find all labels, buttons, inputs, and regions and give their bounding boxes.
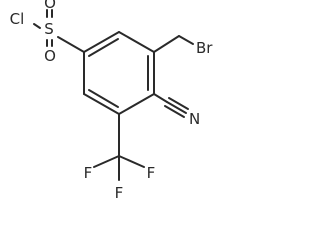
bond-ring-cn [153,93,168,103]
ring-bond-c6-c1-inner [88,38,119,57]
atom-br-label: Br [196,39,213,57]
ring-bond-c3-c4 [118,93,155,115]
nitrile-group: N [153,93,200,128]
sulfonyl-chloride-group: S Cl O O [10,0,85,65]
ring-bond-c4-c5-inner [88,89,119,108]
bond-c-f-left [93,155,120,168]
atom-s-label: S [44,20,54,38]
bond-c-f-right [118,155,145,168]
bond-ring-ch2 [153,35,180,53]
bromomethyl-group: Br [153,35,213,57]
atom-f-right-label: F [147,164,156,182]
trifluoromethyl-group: F F F [84,113,156,202]
bond-cn-triple-c [164,105,185,118]
ring-bond-c1-c2 [118,31,155,53]
bond-ring-s [57,36,85,53]
ring-bond-c4-c5 [83,93,120,115]
benzene-ring [83,31,155,115]
chemical-structure: S Cl O O Br N F F F [10,0,214,202]
ring-bond-c6-c1 [83,31,120,53]
bond-cn-triple-a [166,101,187,114]
atom-n-label: N [189,110,200,128]
atom-f-left-label: F [84,164,93,182]
atom-f-bottom-label: F [115,184,124,202]
atom-o-bottom-label: O [44,47,56,65]
atom-cl-label: Cl [10,10,25,28]
atom-o-top-label: O [44,0,56,12]
bond-ch2-br [178,35,194,45]
bond-s-cl [33,23,41,29]
bond-cn-triple-b [168,97,189,110]
